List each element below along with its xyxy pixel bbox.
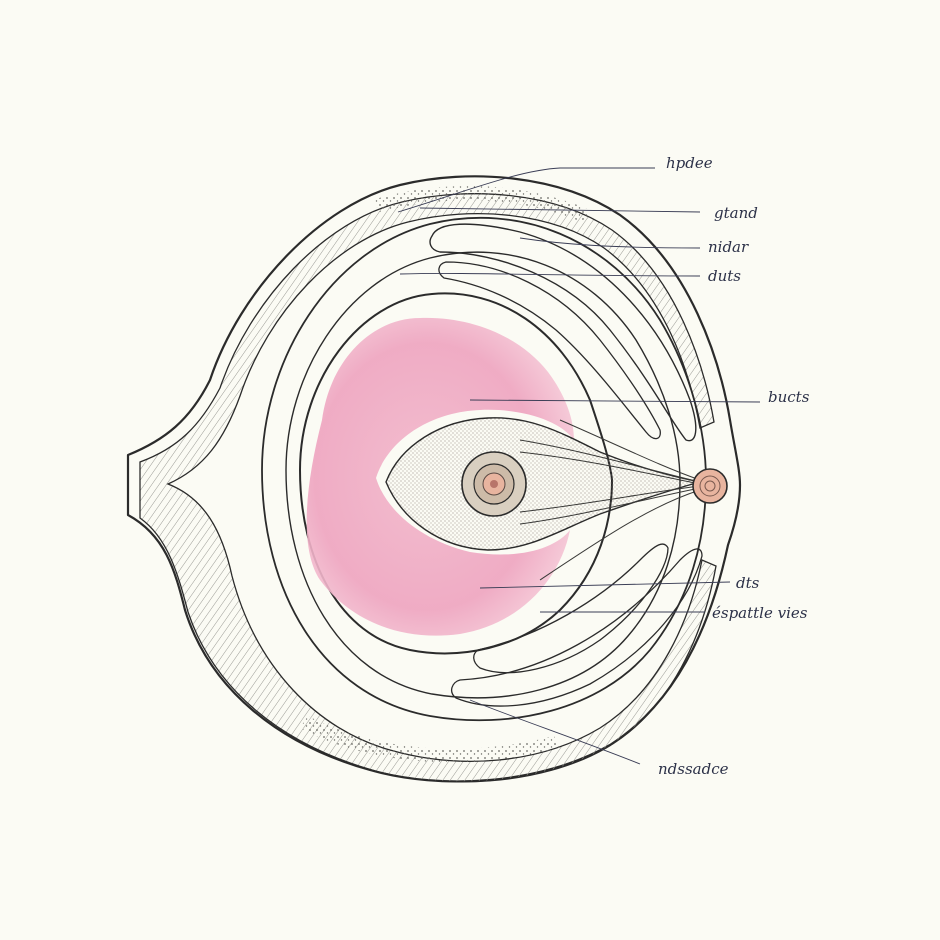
leader-upper1	[419, 207, 701, 213]
leader-lines	[397, 167, 761, 765]
label-bottom: ndssadce	[658, 760, 729, 778]
label-lower2: éspattle vies	[712, 604, 808, 622]
lobule-upper-1	[429, 223, 697, 442]
leader-bottom	[469, 699, 641, 765]
leader-mid	[469, 399, 761, 403]
label-lower1: dts	[736, 574, 760, 592]
lobule-lower-1	[473, 543, 669, 674]
label-mid: bucts	[768, 388, 810, 406]
lobular-tissue	[306, 317, 574, 636]
leader-upper2	[519, 237, 701, 249]
skin-outline	[126, 175, 742, 783]
fat-layer-top	[372, 186, 590, 222]
label-top: hpdee	[666, 154, 713, 172]
label-upper1: gtand	[714, 204, 758, 222]
leader-upper3	[399, 272, 701, 277]
duct-fibers	[519, 419, 701, 581]
leader-top	[397, 167, 655, 213]
fat-layer-bottom	[300, 716, 560, 763]
lobule-lower-2	[450, 548, 703, 707]
leader-lower1	[479, 581, 731, 589]
nipple-tip	[692, 468, 728, 504]
label-upper3: duts	[708, 267, 741, 285]
lobule-upper-2	[438, 261, 661, 440]
label-upper2: nidar	[708, 238, 749, 256]
